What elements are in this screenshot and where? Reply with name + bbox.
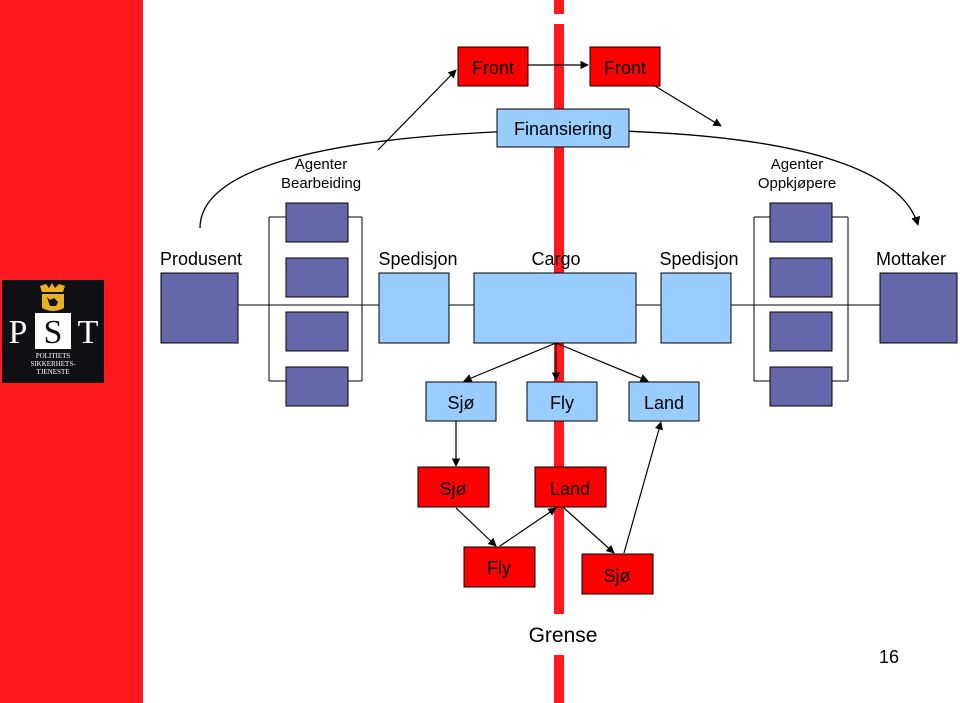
agent-box-right-3	[769, 311, 833, 352]
fly-blue-box	[526, 381, 598, 422]
sjo-red-box-2	[581, 553, 654, 595]
sjo-red-label-2: Sjø	[604, 566, 631, 586]
produsent-box	[160, 272, 239, 344]
produsent-label: Produsent	[160, 249, 242, 269]
cargo-to-sjo-arrow	[463, 342, 557, 382]
agent-box-left-4	[285, 366, 349, 407]
cargo-label: Cargo	[531, 249, 580, 269]
agenter-oppkjopere-line2: Oppkjøpere	[758, 175, 836, 192]
logo-subtitle-2: SIKKERHETS-	[30, 360, 76, 368]
sjo-red-box-1	[417, 466, 490, 508]
logo-s-box	[35, 313, 71, 349]
fly-to-land-arrow	[499, 507, 557, 547]
cargo-to-land-arrow	[555, 342, 649, 382]
agenter-bearbeiding-line1: Agenter	[295, 156, 348, 173]
agent-group-left	[268, 216, 363, 382]
agent-box-right-1	[769, 202, 833, 243]
pst-logo: P S T POLITIETS SIKKERHETS- TJENESTE	[2, 280, 104, 383]
spedisjon-left-box	[378, 272, 450, 344]
mottaker-label: Mottaker	[876, 249, 946, 269]
land-red-label: Land	[550, 479, 590, 499]
agent-box-left-3	[285, 311, 349, 352]
agent-group-right	[753, 216, 849, 382]
front-box-right	[589, 46, 661, 87]
front-box-left	[457, 46, 529, 87]
sjo-to-land-blue-arrow	[623, 421, 663, 554]
slide-number: 16	[879, 647, 899, 667]
spedisjon-right-label: Spedisjon	[659, 249, 738, 269]
land-red-box	[534, 466, 607, 508]
agent-box-left-1	[285, 202, 349, 243]
agent-box-right-2	[769, 257, 833, 298]
mottaker-box	[879, 272, 958, 344]
land-to-sjo-arrow	[563, 507, 615, 554]
front-label-right: Front	[604, 58, 646, 78]
arrow-from-front-right	[654, 85, 722, 127]
fly-red-label: Fly	[487, 558, 511, 578]
sjo-red-label-1: Sjø	[440, 479, 467, 499]
agent-box-right-4	[769, 366, 833, 407]
logo-subtitle-1: POLITIETS	[36, 352, 71, 360]
arrow-to-front-left	[377, 69, 457, 151]
logo-letter-s: S	[44, 314, 63, 351]
sjo-blue-label: Sjø	[448, 393, 475, 413]
agent-box-left-2	[285, 257, 349, 298]
finansiering-box	[496, 108, 630, 148]
spedisjon-left-label: Spedisjon	[378, 249, 457, 269]
logo-letter-t: T	[78, 314, 99, 351]
logo-letter-p: P	[9, 314, 28, 351]
sjo-blue-box	[425, 381, 497, 422]
land-blue-box	[628, 381, 700, 422]
cargo-box	[473, 272, 637, 344]
spedisjon-right-box	[660, 272, 732, 344]
agenter-oppkjopere-line1: Agenter	[771, 156, 824, 173]
front-label-left: Front	[472, 58, 514, 78]
agenter-bearbeiding-line2: Bearbeiding	[281, 175, 361, 192]
fly-blue-label: Fly	[550, 393, 574, 413]
finansiering-label: Finansiering	[514, 119, 612, 139]
logo-subtitle-3: TJENESTE	[36, 368, 69, 376]
sjo-to-fly-arrow	[455, 507, 497, 547]
lion-emblem-icon	[40, 283, 65, 311]
grense-label: Grense	[529, 624, 598, 647]
fly-red-box	[463, 546, 536, 588]
land-blue-label: Land	[644, 393, 684, 413]
